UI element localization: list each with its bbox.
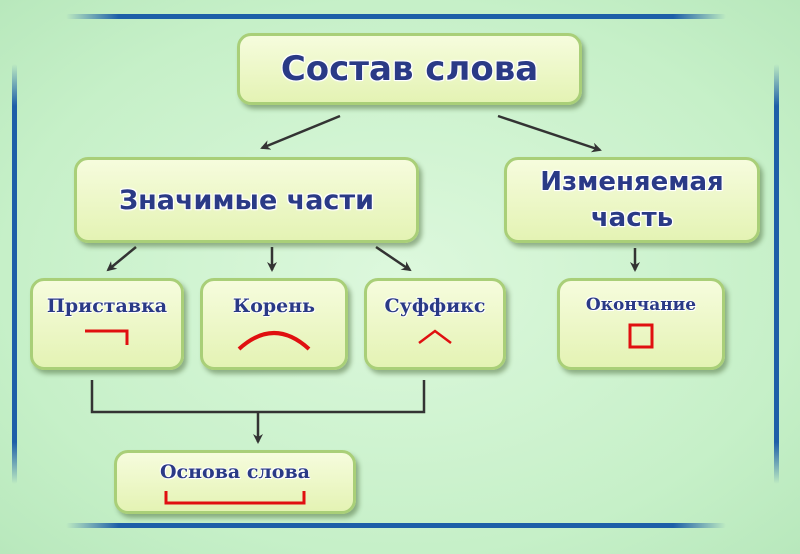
- changeable-part-label: Изменяемая часть: [540, 167, 724, 233]
- arrow-significant-to-suffix: [375, 245, 412, 272]
- frame-left-edge: [12, 64, 17, 484]
- arrow-main-to-changeable: [497, 114, 602, 153]
- root-label: Корень: [232, 295, 316, 317]
- stem-bracket: [90, 380, 426, 414]
- ending-box: Окончание: [557, 278, 725, 370]
- arrow-significant-to-prefix: [106, 246, 137, 272]
- prefix-label: Приставка: [46, 295, 168, 317]
- frame-bottom-edge: [66, 523, 726, 528]
- stem-box: Основа слова: [114, 450, 356, 514]
- ending-square-icon: [628, 323, 654, 349]
- suffix-caret-icon: [418, 329, 452, 344]
- frame-right-edge: [774, 64, 779, 484]
- prefix-mark-icon: [85, 329, 129, 345]
- arrow-main-to-significant: [260, 114, 341, 150]
- stem-label: Основа слова: [160, 461, 310, 483]
- root-arc-icon: [237, 331, 311, 351]
- changeable-part-box: Изменяемая часть: [504, 157, 760, 243]
- prefix-box: Приставка: [30, 278, 184, 370]
- word-composition-box: Состав слова: [237, 33, 582, 105]
- word-composition-title: Состав слова: [280, 49, 539, 89]
- ending-label: Окончание: [585, 295, 697, 315]
- root-box: Корень: [200, 278, 348, 370]
- significant-parts-label: Значимые части: [118, 184, 375, 216]
- significant-parts-box: Значимые части: [74, 157, 419, 243]
- stem-bracket-icon: [164, 491, 306, 505]
- suffix-label: Суффикс: [384, 295, 486, 317]
- suffix-box: Суффикс: [364, 278, 506, 370]
- frame-top-edge: [66, 14, 726, 19]
